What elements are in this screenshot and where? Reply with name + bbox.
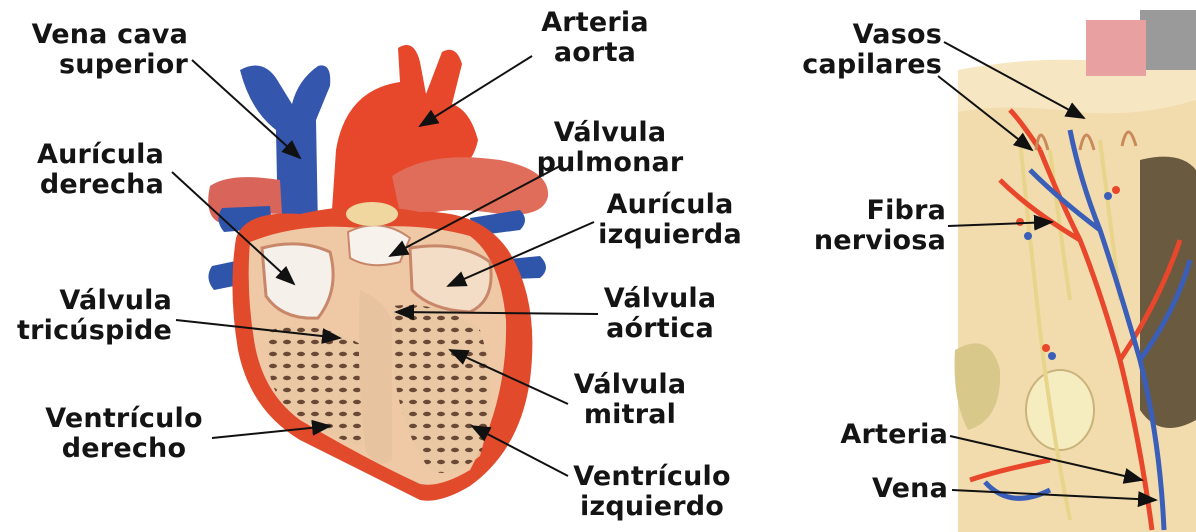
pulmonary-valve-region [348,225,410,265]
blood-cell [1042,344,1050,352]
label-auricula-derecha: Aurícula derecha [14,140,164,200]
nerve-corpuscle [1026,370,1094,450]
label-line: pulmonar [525,148,695,178]
blood-cell [1104,192,1112,200]
label-line: nerviosa [790,226,946,256]
label-arteria: Arteria [820,420,948,450]
label-valvula-aortica: Válvula aórtica [590,284,730,344]
label-line: Válvula [0,286,172,316]
label-ventriculo-izquierdo: Ventrículo izquierdo [562,462,742,522]
label-line: Válvula [565,370,695,400]
label-line: Ventrículo [562,462,742,492]
label-vena: Vena [840,474,948,504]
label-auricula-izquierda: Aurícula izquierda [585,190,755,250]
blood-cell [1024,232,1032,240]
label-line: capilares [780,50,942,80]
label-line: Ventrículo [34,404,214,434]
fat-deposit [346,202,398,226]
blood-cell [1048,352,1056,360]
label-fibra-nerviosa: Fibra nerviosa [790,196,946,256]
label-vasos-capilares: Vasos capilares [780,20,942,80]
skin-illustration [955,10,1196,532]
label-valvula-pulmonar: Válvula pulmonar [525,118,695,178]
label-line: Vena [840,474,948,504]
label-line: izquierdo [562,492,742,522]
label-line: Vasos [780,20,942,50]
hair-shaft-gray [1140,10,1196,70]
label-line: derecho [34,434,214,464]
label-line: aórtica [590,314,730,344]
label-line: Válvula [590,284,730,314]
label-line: derecha [14,170,164,200]
blood-cell [1016,218,1024,226]
label-valvula-mitral: Válvula mitral [565,370,695,430]
right-ventricle-chamber [268,327,370,446]
label-line: mitral [565,400,695,430]
label-line: Aurícula [585,190,755,220]
label-arteria-aorta: Arteria aorta [530,8,660,68]
label-line: Arteria [820,420,948,450]
label-line: superior [10,50,188,80]
label-line: Aurícula [14,140,164,170]
label-line: Arteria [530,8,660,38]
label-line: Vena cava [10,20,188,50]
label-line: izquierda [585,220,755,250]
label-ventriculo-derecho: Ventrículo derecho [34,404,214,464]
label-valvula-tricuspide: Válvula tricúspide [0,286,172,346]
label-vena-cava-superior: Vena cava superior [10,20,188,80]
label-line: Fibra [790,196,946,226]
label-line: Válvula [525,118,695,148]
hair-shaft-pink [1086,20,1146,76]
blood-cell [1112,186,1120,194]
label-line: aorta [530,38,660,68]
label-line: tricúspide [0,316,172,346]
